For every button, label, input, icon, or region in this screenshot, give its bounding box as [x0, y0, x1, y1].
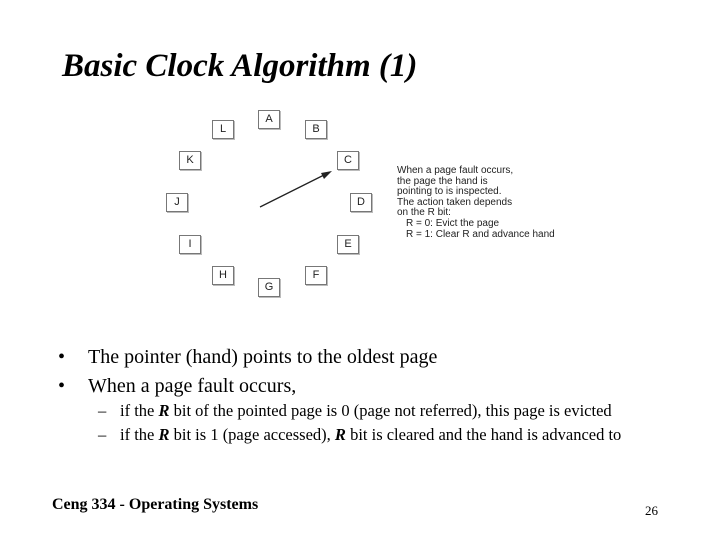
sub-bullet-text: bit of the pointed page is 0 (page not r…	[169, 401, 612, 420]
clock-page-a: A	[258, 110, 280, 129]
clock-hand	[259, 171, 332, 208]
bullet-mark: •	[58, 346, 66, 368]
bullet-item: • The pointer (hand) points to the oldest…	[58, 343, 437, 372]
bullet-text: The pointer (hand) points to the oldest …	[88, 346, 438, 368]
note-line: the page the hand is	[397, 175, 488, 187]
clock-page-b: B	[305, 120, 327, 139]
sub-bullet-dash: –	[98, 401, 107, 420]
sub-bullet-text: if the	[120, 401, 159, 420]
clock-page-i: I	[179, 235, 201, 254]
sub-bullet-dash: –	[98, 425, 107, 444]
bullet-text: When a page fault occurs,	[88, 375, 297, 397]
slide-footer: Ceng 334 - Operating Systems	[52, 496, 259, 513]
note-line: pointing to is inspected.	[397, 186, 502, 198]
bullet-item: • When a page fault occurs,	[58, 372, 437, 401]
page-number: 26	[645, 503, 658, 518]
bullet-mark: •	[58, 375, 66, 397]
r-bit-label: R	[334, 425, 346, 444]
clock-page-j: J	[166, 193, 188, 212]
clock-description-note: When a page fault occurs, the page the h…	[397, 165, 555, 240]
sub-bullet-text: if the	[120, 425, 159, 444]
bullet-list: • The pointer (hand) points to the oldest…	[58, 343, 437, 401]
clock-page-g: G	[258, 278, 280, 297]
note-line: The action taken depends	[397, 196, 513, 208]
sub-bullet-evict: –if the R bit of the pointed page is 0 (…	[98, 401, 612, 421]
clock-page-l: L	[212, 120, 234, 139]
note-line: on the R bit:	[397, 207, 451, 219]
sub-bullet-clear: –if the R bit is 1 (page accessed), R bi…	[98, 425, 621, 445]
note-line: When a page fault occurs,	[397, 165, 514, 176]
note-rule-advance: R = 1: Clear R and advance hand	[406, 228, 555, 240]
clock-page-k: K	[179, 151, 201, 170]
r-bit-label: R	[158, 401, 170, 420]
clock-page-c: C	[337, 151, 359, 170]
slide-title: Basic Clock Algorithm (1)	[62, 48, 418, 84]
clock-page-d: D	[350, 193, 372, 212]
note-rule-evict: R = 0: Evict the page	[406, 217, 500, 229]
clock-page-f: F	[305, 266, 327, 285]
clock-hand-arrowhead	[321, 171, 332, 179]
clock-page-h: H	[212, 266, 234, 285]
sub-bullet-text: bit is 1 (page accessed),	[169, 425, 335, 444]
sub-bullet-text: bit is cleared and the hand is advanced …	[345, 425, 622, 444]
r-bit-label: R	[158, 425, 170, 444]
clock-page-e: E	[337, 235, 359, 254]
